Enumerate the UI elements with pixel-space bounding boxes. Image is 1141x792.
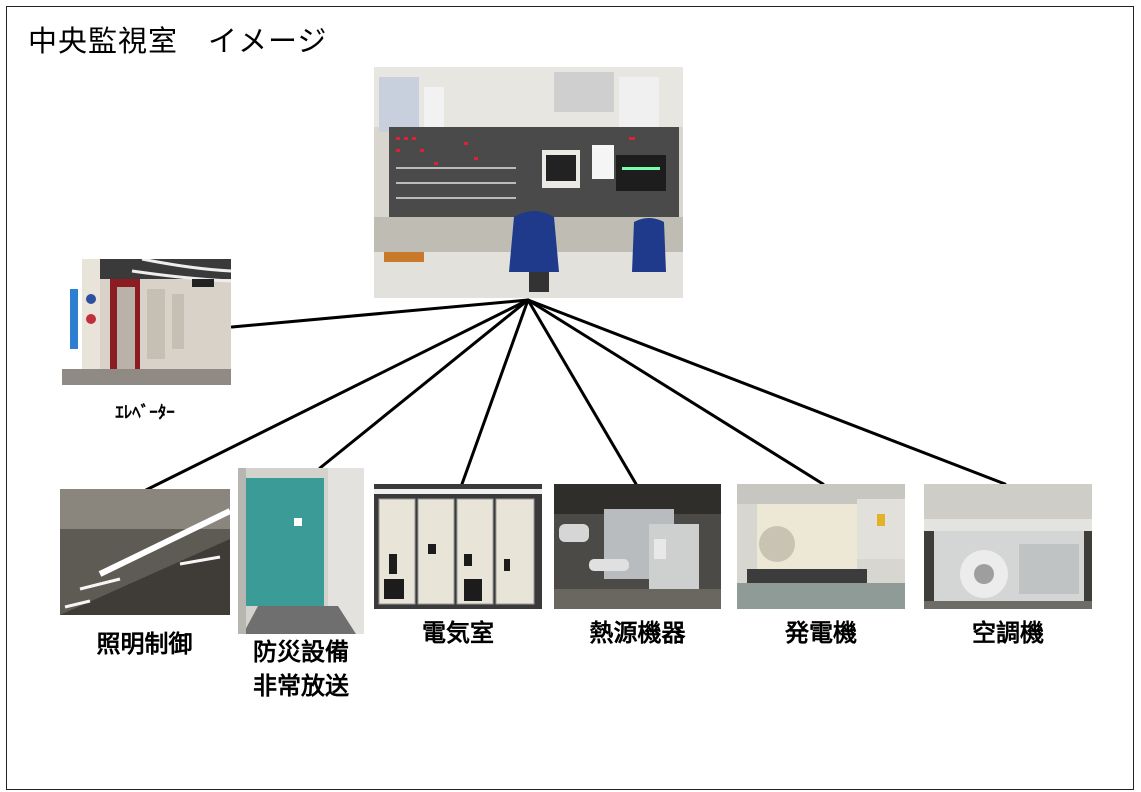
heat-source-label: 熱源機器 xyxy=(589,619,686,647)
lighting-photo xyxy=(60,489,230,615)
generator-label: 発電機 xyxy=(785,619,857,647)
hvac-photo xyxy=(924,484,1092,609)
disaster-prevention-label-2: 非常放送 xyxy=(253,672,349,700)
elevator-photo xyxy=(62,259,231,385)
lighting-label: 照明制御 xyxy=(96,630,193,658)
diagram-frame xyxy=(6,6,1134,790)
page-title: 中央監視室 イメージ xyxy=(28,24,328,58)
hvac-label: 空調機 xyxy=(972,619,1044,647)
electrical-room-label: 電気室 xyxy=(422,619,494,647)
disaster-prevention-photo xyxy=(238,468,364,634)
control-room-photo xyxy=(374,67,683,298)
heat-source-photo xyxy=(554,484,721,609)
elevator-label: ｴﾚﾍﾞｰﾀｰ xyxy=(115,403,175,423)
electrical-room-photo xyxy=(374,484,542,609)
generator-photo xyxy=(737,484,905,609)
disaster-prevention-label-1: 防災設備 xyxy=(253,638,349,666)
